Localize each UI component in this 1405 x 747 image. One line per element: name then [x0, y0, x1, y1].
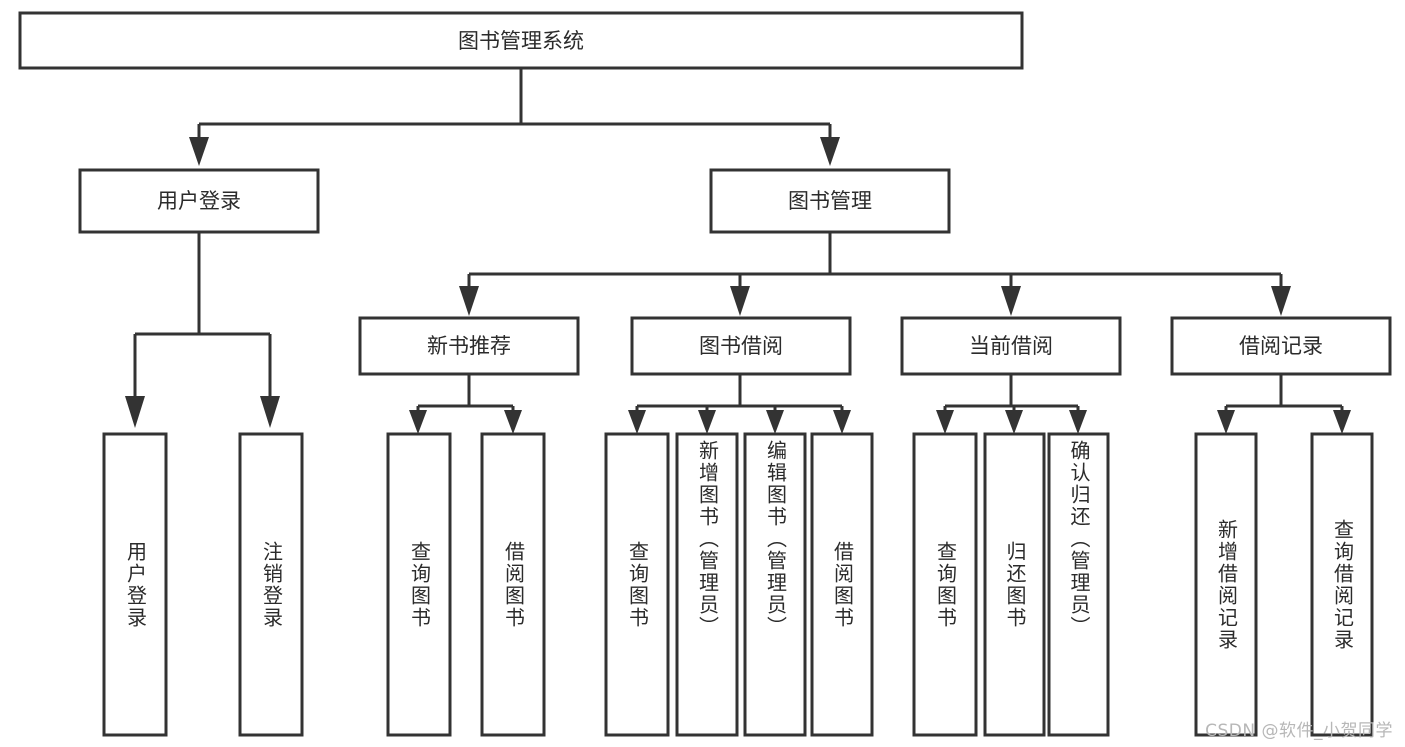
- connectors-book-borrow-to-leaves: [628, 374, 851, 434]
- node-user-login-box[interactable]: [78, 168, 320, 234]
- node-borrow-record[interactable]: 借阅记录: [1170, 316, 1392, 376]
- connectors-borrow-record-to-leaves: [1217, 374, 1351, 434]
- leaf-box-user-login-1[interactable]: [238, 432, 304, 737]
- leaf-box-new-book-1[interactable]: [480, 432, 546, 737]
- arrow-l3-0: [459, 286, 479, 316]
- connectors-current-borrow-to-leaves: [936, 374, 1087, 434]
- leaf-box-book-borrow-0[interactable]: [604, 432, 670, 737]
- arrow-l3-1: [730, 286, 750, 316]
- node-borrow-record-box[interactable]: [1170, 316, 1392, 376]
- arrow-leaf-bb-3: [833, 410, 851, 434]
- leaf-box-borrow-record-0[interactable]: [1194, 432, 1258, 737]
- node-book-borrow-box[interactable]: [630, 316, 852, 376]
- node-root[interactable]: 图书管理系统: [18, 11, 1024, 70]
- leaf-box-borrow-record-1[interactable]: [1310, 432, 1374, 737]
- node-book-management-label: 图书管理: [788, 189, 872, 213]
- leaf-box-new-book-0[interactable]: [386, 432, 452, 737]
- csdn-watermark: CSDN @软件_小贺同学: [1205, 721, 1393, 741]
- node-current-borrow[interactable]: 当前借阅: [900, 316, 1122, 376]
- leaf-box-current-borrow-2[interactable]: [1047, 432, 1110, 737]
- arrow-leaf-br-0: [1217, 410, 1235, 434]
- arrow-leaf-br-1: [1333, 410, 1351, 434]
- arrow-user-login: [189, 137, 209, 166]
- leaf-box-current-borrow-0[interactable]: [912, 432, 978, 737]
- arrow-leaf-ul-0: [125, 396, 145, 428]
- arrow-leaf-ul-1: [260, 396, 280, 428]
- arrow-leaf-bb-1: [698, 410, 716, 434]
- arrow-leaf-bb-2: [766, 410, 784, 434]
- node-current-borrow-label: 当前借阅: [969, 334, 1053, 358]
- connectors-root-to-level2: [189, 68, 840, 166]
- node-new-book-recommend-label: 新书推荐: [427, 334, 511, 358]
- node-user-login-label: 用户登录: [157, 189, 241, 213]
- node-new-book-recommend[interactable]: 新书推荐: [358, 316, 580, 376]
- node-book-management[interactable]: 图书管理: [709, 168, 951, 234]
- arrow-leaf-cb-2: [1069, 410, 1087, 434]
- node-book-management-box[interactable]: [709, 168, 951, 234]
- connectors-book-mgmt-to-level3: [459, 232, 1291, 316]
- leaf-box-book-borrow-1[interactable]: [675, 432, 739, 737]
- node-book-borrow-label: 图书借阅: [699, 334, 783, 358]
- connectors-new-book-to-leaves: [409, 374, 522, 434]
- arrow-leaf-cb-1: [1005, 410, 1023, 434]
- node-root-label: 图书管理系统: [458, 29, 584, 53]
- node-book-borrow[interactable]: 图书借阅: [630, 316, 852, 376]
- leaf-box-book-borrow-2[interactable]: [743, 432, 807, 737]
- arrow-leaf-cb-0: [936, 410, 954, 434]
- arrow-leaf-nb-0: [409, 410, 427, 434]
- node-user-login[interactable]: 用户登录: [78, 168, 320, 234]
- node-borrow-record-label: 借阅记录: [1239, 334, 1323, 358]
- leaf-box-book-borrow-3[interactable]: [810, 432, 874, 737]
- leaf-box-current-borrow-1[interactable]: [983, 432, 1046, 737]
- arrow-leaf-nb-1: [504, 410, 522, 434]
- node-new-book-recommend-box[interactable]: [358, 316, 580, 376]
- arrow-leaf-bb-0: [628, 410, 646, 434]
- node-current-borrow-box[interactable]: [900, 316, 1122, 376]
- node-root-box[interactable]: [18, 11, 1024, 70]
- arrow-l3-3: [1271, 286, 1291, 316]
- arrow-l3-2: [1001, 286, 1021, 316]
- leaf-box-user-login-0[interactable]: [102, 432, 168, 737]
- connectors-user-login-to-leaves: [125, 232, 280, 428]
- arrow-book-mgmt: [820, 137, 840, 166]
